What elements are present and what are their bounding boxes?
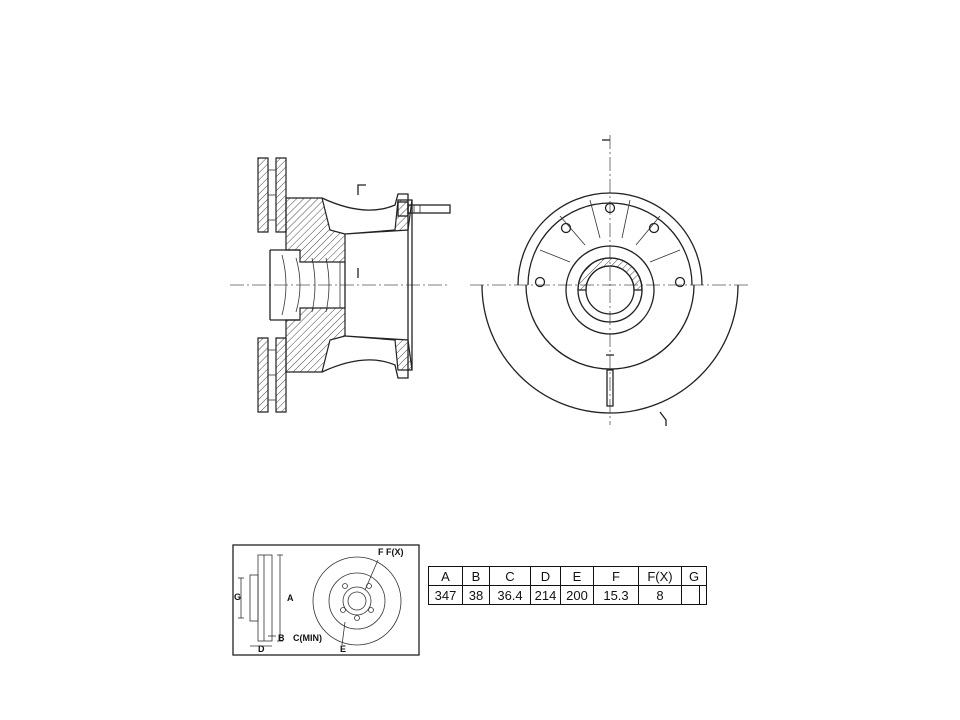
value-a: 347 bbox=[428, 585, 463, 605]
header-d: D bbox=[530, 566, 561, 586]
value-g-divider bbox=[689, 586, 700, 604]
label-c-min: C(MIN) bbox=[293, 633, 322, 643]
dimension-inset: F F(X) G A B C(MIN) D E bbox=[232, 544, 420, 656]
value-fx: 8 bbox=[638, 585, 682, 605]
value-c: 36.4 bbox=[489, 585, 531, 605]
label-f-fx: F F(X) bbox=[378, 547, 404, 557]
spec-table: A B C D E F F(X) G 347 38 36.4 214 200 1… bbox=[428, 566, 707, 605]
label-b: B bbox=[278, 633, 285, 643]
label-a: A bbox=[287, 593, 294, 603]
header-b: B bbox=[462, 566, 490, 586]
header-c: C bbox=[489, 566, 531, 586]
spec-table-value-row: 347 38 36.4 214 200 15.3 8 bbox=[428, 585, 707, 605]
value-d: 214 bbox=[530, 585, 561, 605]
value-f: 15.3 bbox=[593, 585, 639, 605]
label-d: D bbox=[258, 644, 265, 654]
header-a: A bbox=[428, 566, 463, 586]
value-g bbox=[681, 585, 707, 605]
header-e: E bbox=[560, 566, 594, 586]
value-b: 38 bbox=[462, 585, 490, 605]
label-e: E bbox=[340, 644, 346, 654]
spec-table-header-row: A B C D E F F(X) G bbox=[428, 566, 707, 586]
front-view bbox=[470, 135, 750, 426]
label-g: G bbox=[234, 592, 241, 602]
header-f: F bbox=[593, 566, 639, 586]
header-g: G bbox=[681, 566, 707, 586]
side-section-view bbox=[230, 157, 451, 413]
header-fx: F(X) bbox=[638, 566, 682, 586]
value-e: 200 bbox=[560, 585, 594, 605]
